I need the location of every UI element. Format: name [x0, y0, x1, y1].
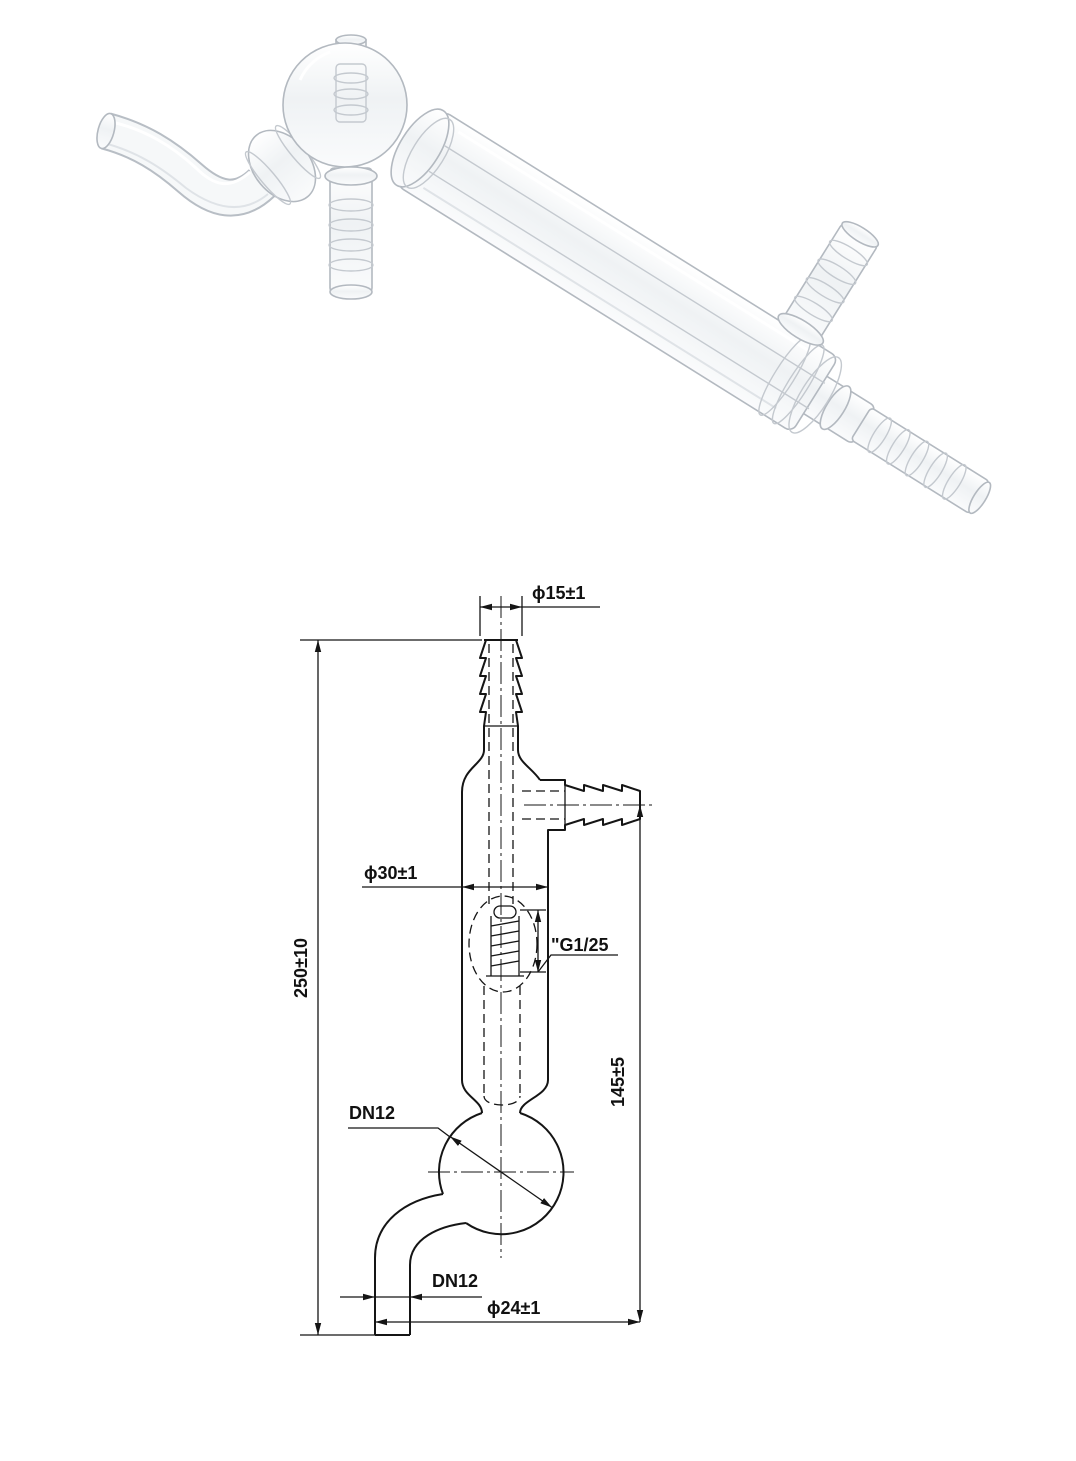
dimension-label-phi30: ϕ30±1	[364, 863, 417, 883]
inner-tube-bottom	[483, 1095, 521, 1106]
bulb-highlight	[298, 50, 331, 81]
dimension-label-dn12-bulb: DN12	[349, 1103, 395, 1123]
inner-tube-wall	[428, 170, 810, 410]
barb-rib	[817, 258, 857, 286]
jacket-end	[788, 356, 843, 434]
dimension-tube-dn: DN12	[340, 1271, 482, 1301]
outlet-opening	[968, 481, 992, 515]
side-port-collar	[777, 312, 825, 346]
dimension-jacket: ϕ30±1	[362, 863, 548, 891]
barb-rib	[793, 295, 834, 323]
bent-tube-inner-line	[103, 142, 269, 208]
jacket-start-ring	[402, 117, 455, 189]
jacket-ring	[771, 344, 825, 425]
jacket-body	[398, 112, 837, 431]
bulb-arc-right	[465, 1112, 565, 1236]
outlet-hose-barb	[799, 374, 992, 515]
dimension-label-250: 250±10	[291, 938, 311, 998]
jacket-highlight	[457, 130, 812, 354]
bent-end-tube	[96, 112, 276, 217]
barb-rib	[904, 440, 930, 477]
vessel-outline	[374, 639, 641, 1336]
inner-barb	[335, 63, 367, 123]
barb-rib	[328, 218, 374, 232]
glass-bulb	[282, 42, 408, 186]
leader-line	[537, 954, 618, 973]
lower-barb-opening	[329, 284, 373, 300]
dimension-145: 145±5	[608, 805, 644, 1322]
barb-rib	[885, 428, 911, 465]
thread-tip	[493, 905, 517, 919]
inner-barb-rib	[333, 72, 369, 84]
inner-barb-rib	[333, 88, 369, 100]
jacket-shade-line	[422, 187, 777, 410]
ground-joint	[244, 124, 322, 206]
inner-barb-rib	[333, 104, 369, 116]
bent-tube-body	[101, 114, 274, 215]
dimension-thread: "G1/25	[520, 909, 618, 973]
technical-drawing: ϕ15±1 250±10 ϕ30±1 "G1/25 145±5	[291, 583, 652, 1336]
barb-rib	[867, 417, 893, 454]
bulb-lower-hose-barb	[328, 167, 374, 300]
dimension-label-phi15: ϕ15±1	[532, 583, 585, 603]
barb-rib	[828, 239, 869, 267]
dimension-label-145: 145±5	[608, 1057, 628, 1107]
joint-ring	[244, 150, 292, 206]
bent-tube-outer	[374, 1193, 444, 1335]
barb-rib	[328, 258, 374, 272]
dimension-label-phi24: ϕ24±1	[487, 1298, 540, 1318]
inner-tube-wall	[444, 145, 826, 384]
leader-line	[348, 1127, 451, 1138]
dimension-top-barb: ϕ15±1	[479, 583, 600, 636]
bulb-lower-collar	[324, 166, 378, 186]
outline-left	[461, 639, 487, 1114]
outlet-barb-body	[851, 408, 990, 514]
glass-condenser-render	[96, 34, 992, 515]
dimension-bulb-dn: DN12	[348, 1103, 553, 1209]
dimension-label-thread: "G1/25	[551, 935, 609, 955]
inner-tube	[483, 644, 565, 1106]
dimension-overall-length: 250±10	[291, 639, 482, 1336]
bent-tube-highlight	[111, 120, 252, 186]
barb-rib	[923, 452, 949, 489]
thread-turns	[490, 920, 520, 967]
barb-rib	[805, 276, 845, 304]
dimension-24: ϕ24±1	[375, 1298, 640, 1326]
outline-right	[515, 639, 541, 781]
bulb-arc-left	[438, 1112, 483, 1195]
barb-rib	[328, 238, 374, 252]
side-port-outline	[519, 779, 641, 1114]
bent-tube-inner	[409, 1222, 467, 1335]
outlet-collar	[819, 385, 852, 431]
dimension-label-dn12-tube: DN12	[432, 1271, 478, 1291]
side-port-opening	[841, 220, 880, 248]
bent-tube-opening	[96, 112, 116, 150]
barb-rib	[328, 198, 374, 212]
dimension-line	[449, 1135, 553, 1209]
condenser-jacket	[390, 108, 992, 515]
barb-rib	[941, 463, 967, 500]
